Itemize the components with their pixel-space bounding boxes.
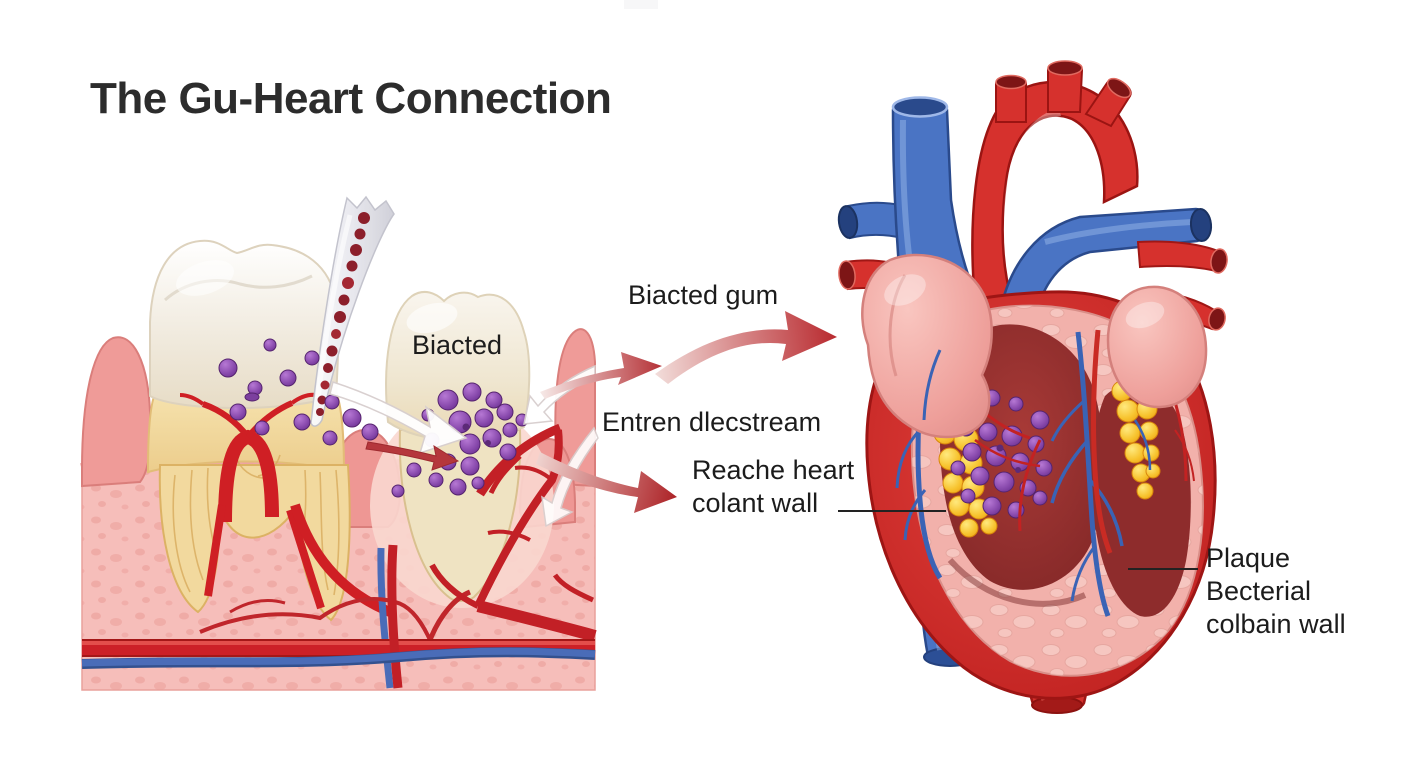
flow-arrow-heart-wall xyxy=(536,452,677,513)
heart-illustration xyxy=(837,60,1228,714)
bacteria-trail-instrument xyxy=(316,212,370,416)
flow-arrows xyxy=(536,311,837,513)
step-heart-line1: Reache heart xyxy=(692,455,855,485)
tooth-gum-illustration xyxy=(79,195,599,691)
step-bloodstream-label: Entren dlecstream xyxy=(602,407,822,437)
step-gum-label: Biacted gum xyxy=(628,280,779,310)
plaque-line2: Becterial xyxy=(1206,576,1312,606)
infected-tooth-2 xyxy=(385,290,562,602)
aorta-arch xyxy=(971,60,1139,304)
step-heart-label: Reache heart colant wall xyxy=(692,454,854,520)
left-atrium-lobe xyxy=(861,253,993,439)
vein-over-atrium xyxy=(922,349,942,421)
flow-arrow-to-heart xyxy=(655,311,837,384)
pulmonary-artery xyxy=(998,207,1213,318)
right-ventricle-chamber xyxy=(1091,383,1191,617)
right-atrium-lobe xyxy=(1106,285,1208,409)
top-artifact-bar xyxy=(624,0,658,9)
blood-vessels xyxy=(81,429,597,689)
plaque-line3: colbain wall xyxy=(1206,609,1346,639)
plaque-line1: Plaque xyxy=(1206,543,1291,573)
label-connectors xyxy=(838,510,1198,570)
page-title: The Gu-Heart Connection xyxy=(90,74,612,123)
enamel-crown xyxy=(149,239,340,409)
plaque-label: Plaque Becterial colbain wall xyxy=(1206,542,1346,641)
step-heart-line2: colant wall xyxy=(692,488,819,518)
dental-instrument xyxy=(310,195,395,427)
bacteria-cluster-tooth1 xyxy=(218,338,379,446)
bacteria-cluster-heart xyxy=(950,389,1053,519)
infected-tooth-cross-section xyxy=(146,239,392,622)
infected-tooth-label: Biacted xyxy=(412,330,503,360)
flow-arrow-bloodstream xyxy=(540,352,662,399)
pulp-vessels xyxy=(179,392,392,617)
